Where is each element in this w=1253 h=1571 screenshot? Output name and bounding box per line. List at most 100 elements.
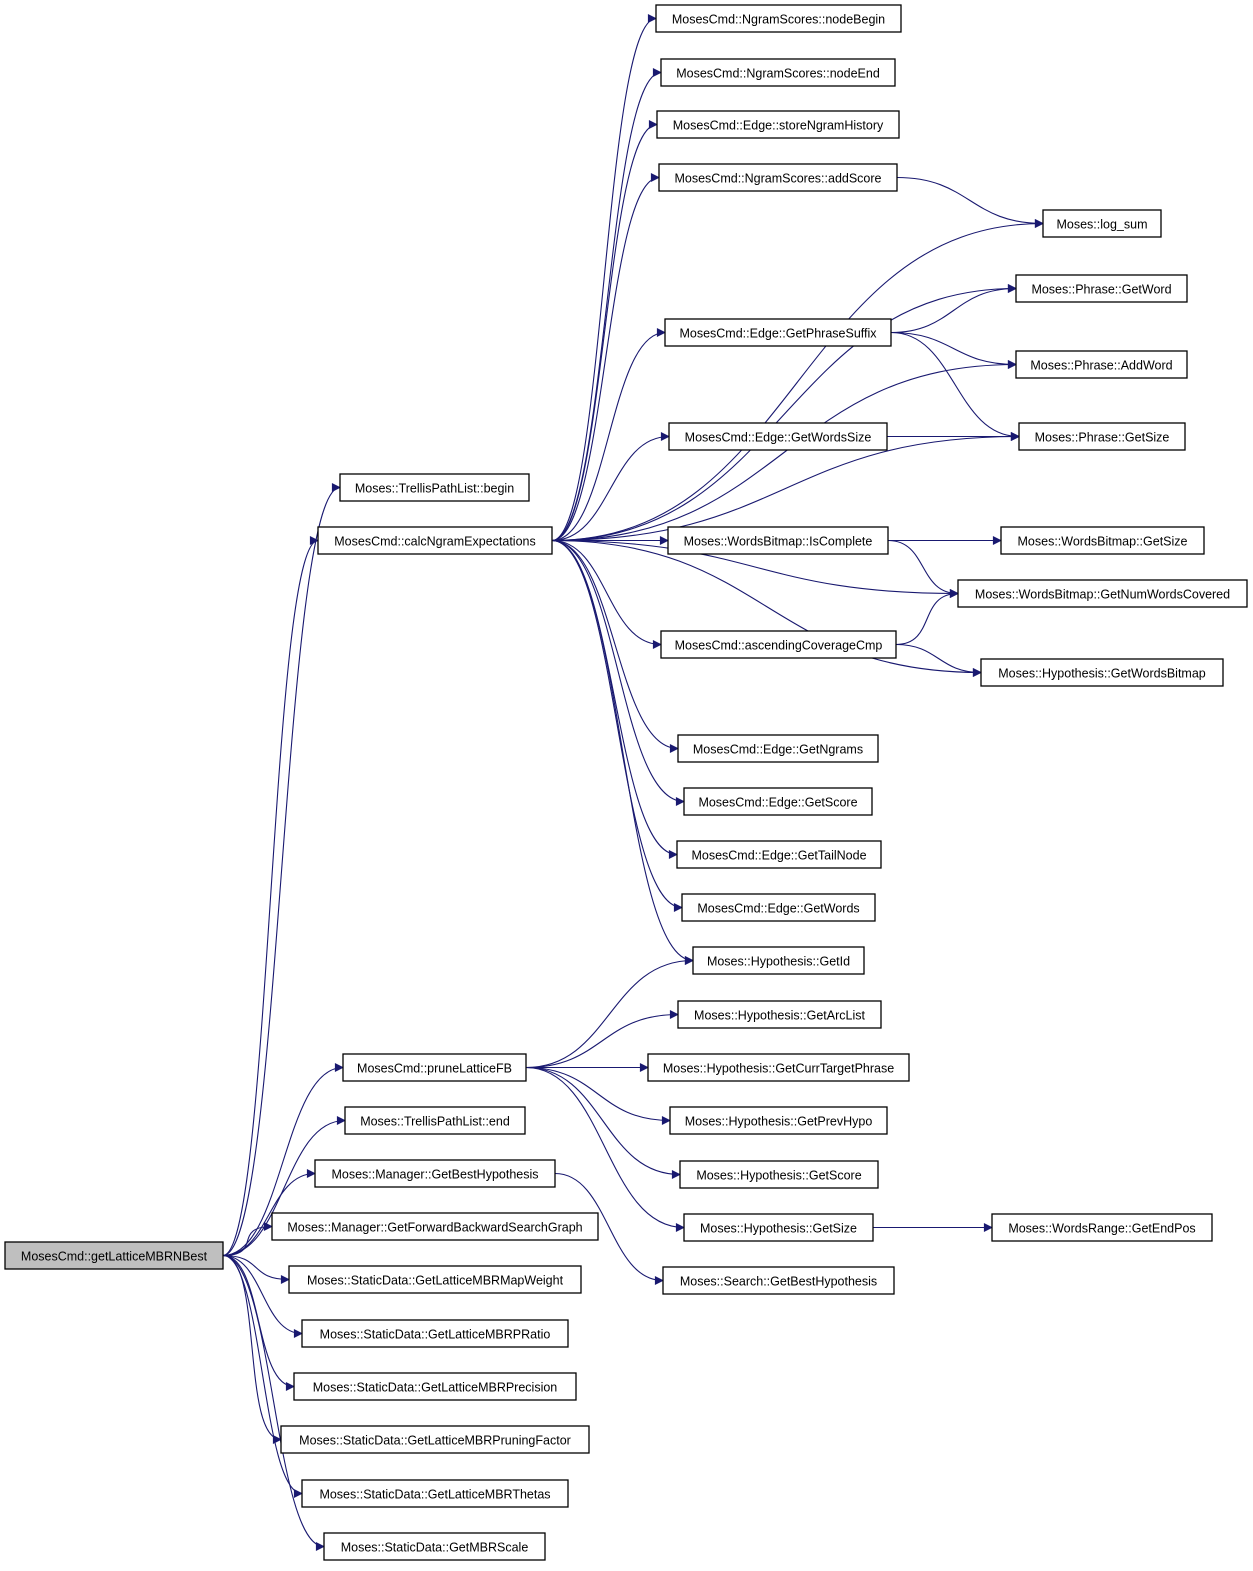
node-box: [667, 526, 889, 555]
node-box: [677, 1000, 882, 1029]
node-mgrGetBestHypothesis[interactable]: Moses::Manager::GetBestHypothesis: [314, 1159, 556, 1188]
node-box: [293, 1372, 577, 1401]
node-trellisEnd[interactable]: Moses::TrellisPathList::end: [344, 1106, 526, 1135]
node-nodeEnd[interactable]: MosesCmd::NgramScores::nodeEnd: [660, 58, 896, 87]
node-wbIsComplete[interactable]: Moses::WordsBitmap::IsComplete: [667, 526, 889, 555]
node-box: [339, 473, 530, 502]
call-edge-ascendingCoverageCmp-to-hypGetWordsBitmap: [895, 643, 982, 677]
node-nodeBegin[interactable]: MosesCmd::NgramScores::nodeBegin: [655, 4, 902, 33]
node-box: [660, 630, 897, 659]
node-sdPRatio[interactable]: Moses::StaticData::GetLatticeMBRPRatio: [301, 1319, 569, 1348]
call-edge-calcNgramExpectations-to-hypGetId: [551, 539, 694, 965]
node-hypGetWordsBitmap[interactable]: Moses::Hypothesis::GetWordsBitmap: [980, 658, 1224, 687]
node-box: [692, 946, 865, 975]
call-edge-getLatticeMBRNBest-to-pruneLatticeFB: [222, 1063, 344, 1257]
call-edge-calcNgramExpectations-to-edgeGetTailNode: [551, 539, 678, 859]
node-label: MosesCmd::pruneLatticeFB: [357, 1062, 512, 1076]
node-box: [957, 579, 1248, 608]
node-edgeGetScore[interactable]: MosesCmd::Edge::GetScore: [683, 787, 873, 816]
node-wbGetSize[interactable]: Moses::WordsBitmap::GetSize: [1000, 526, 1205, 555]
node-hypGetArcList[interactable]: Moses::Hypothesis::GetArcList: [677, 1000, 882, 1029]
call-edge-getLatticeMBRNBest-to-mgrGetFBSearchGraph: [222, 1222, 273, 1257]
call-edge-calcNgramExpectations-to-wbGetNumWordsCovered: [551, 539, 959, 598]
node-label: MosesCmd::Edge::GetPhraseSuffix: [679, 327, 877, 341]
call-edge-calcNgramExpectations-to-hypGetWordsBitmap: [551, 539, 982, 677]
node-edgeGetWordsSize[interactable]: MosesCmd::Edge::GetWordsSize: [668, 422, 888, 451]
call-edge-getLatticeMBRNBest-to-sdMBRScale: [222, 1254, 325, 1551]
node-searchGetBestHypothesis[interactable]: Moses::Search::GetBestHypothesis: [662, 1266, 895, 1295]
node-box: [681, 893, 876, 922]
call-edge-calcNgramExpectations-to-edgeGetNgrams: [551, 539, 679, 753]
node-edgeGetWords[interactable]: MosesCmd::Edge::GetWords: [681, 893, 876, 922]
node-sdMapWeight[interactable]: Moses::StaticData::GetLatticeMBRMapWeigh…: [288, 1265, 582, 1294]
node-label: MosesCmd::Edge::GetNgrams: [693, 743, 863, 757]
node-box: [647, 1053, 910, 1082]
node-hypGetScore[interactable]: Moses::Hypothesis::GetScore: [679, 1160, 879, 1189]
call-edge-calcNgramExpectations-to-ascendingCoverageCmp: [551, 539, 662, 649]
node-calcNgramExpectations[interactable]: MosesCmd::calcNgramExpectations: [317, 526, 553, 555]
node-label: MosesCmd::NgramScores::nodeEnd: [676, 67, 880, 81]
node-mgrGetFBSearchGraph[interactable]: Moses::Manager::GetForwardBackwardSearch…: [271, 1212, 599, 1241]
node-logSum[interactable]: Moses::log_sum: [1042, 209, 1162, 238]
node-sdPruningFactor[interactable]: Moses::StaticData::GetLatticeMBRPruningF…: [280, 1425, 590, 1454]
call-edge-wbIsComplete-to-wbGetNumWordsCovered: [887, 539, 959, 598]
node-sdThetas[interactable]: Moses::StaticData::GetLatticeMBRThetas: [301, 1479, 569, 1508]
node-label: Moses::Manager::GetBestHypothesis: [331, 1168, 538, 1182]
node-storeNgramHistory[interactable]: MosesCmd::Edge::storeNgramHistory: [656, 110, 900, 139]
call-edge-calcNgramExpectations-to-phraseGetWord: [551, 284, 1017, 542]
call-edge-calcNgramExpectations-to-edgeGetWords: [551, 539, 683, 912]
node-hypGetCurrTargetPhrase[interactable]: Moses::Hypothesis::GetCurrTargetPhrase: [647, 1053, 910, 1082]
node-trellisBegin[interactable]: Moses::TrellisPathList::begin: [339, 473, 530, 502]
node-box: [301, 1479, 569, 1508]
call-edge-calcNgramExpectations-to-phraseAddWord: [551, 360, 1017, 542]
node-wrGetEndPos[interactable]: Moses::WordsRange::GetEndPos: [991, 1213, 1213, 1242]
call-edge-getPhraseSuffix-to-phraseGetWord: [890, 284, 1017, 334]
node-getLatticeMBRNBest[interactable]: MosesCmd::getLatticeMBRNBest: [4, 1241, 224, 1270]
node-edgeGetNgrams[interactable]: MosesCmd::Edge::GetNgrams: [677, 734, 879, 763]
node-addScore[interactable]: MosesCmd::NgramScores::addScore: [658, 163, 898, 192]
node-label: Moses::Search::GetBestHypothesis: [680, 1275, 877, 1289]
node-box: [288, 1265, 582, 1294]
node-phraseGetSize[interactable]: Moses::Phrase::GetSize: [1018, 422, 1186, 451]
node-sdMBRScale[interactable]: Moses::StaticData::GetMBRScale: [323, 1532, 546, 1561]
node-box: [683, 1213, 874, 1242]
node-label: MosesCmd::Edge::GetWordsSize: [685, 431, 872, 445]
node-sdPrecision[interactable]: Moses::StaticData::GetLatticeMBRPrecisio…: [293, 1372, 577, 1401]
node-box: [677, 734, 879, 763]
node-ascendingCoverageCmp[interactable]: MosesCmd::ascendingCoverageCmp: [660, 630, 897, 659]
node-edgeGetTailNode[interactable]: MosesCmd::Edge::GetTailNode: [676, 840, 882, 869]
call-edge-getLatticeMBRNBest-to-sdPRatio: [222, 1254, 303, 1338]
call-edge-pruneLatticeFB-to-hypGetPrevHypo: [525, 1066, 671, 1125]
node-hypGetSize[interactable]: Moses::Hypothesis::GetSize: [683, 1213, 874, 1242]
node-phraseAddWord[interactable]: Moses::Phrase::AddWord: [1015, 350, 1188, 379]
call-edge-getLatticeMBRNBest-to-mgrGetBestHypothesis: [222, 1169, 316, 1257]
call-edge-getLatticeMBRNBest-to-sdMapWeight: [222, 1254, 290, 1284]
node-box: [1015, 350, 1188, 379]
node-box: [664, 318, 892, 347]
call-edge-getLatticeMBRNBest-to-calcNgramExpectations: [222, 536, 319, 1257]
node-label: Moses::Phrase::AddWord: [1030, 359, 1172, 373]
node-pruneLatticeFB[interactable]: MosesCmd::pruneLatticeFB: [342, 1053, 527, 1082]
node-phraseGetWord[interactable]: Moses::Phrase::GetWord: [1015, 274, 1188, 303]
node-label: MosesCmd::ascendingCoverageCmp: [675, 639, 883, 653]
node-getPhraseSuffix[interactable]: MosesCmd::Edge::GetPhraseSuffix: [664, 318, 892, 347]
node-label: MosesCmd::getLatticeMBRNBest: [21, 1250, 208, 1264]
node-box: [662, 1266, 895, 1295]
node-wbGetNumWordsCovered[interactable]: Moses::WordsBitmap::GetNumWordsCovered: [957, 579, 1248, 608]
node-box: [1018, 422, 1186, 451]
call-edge-addScore-to-logSum: [896, 176, 1044, 228]
node-label: Moses::Hypothesis::GetWordsBitmap: [998, 667, 1206, 681]
node-label: MosesCmd::Edge::GetScore: [698, 796, 857, 810]
node-label: Moses::StaticData::GetLatticeMBRPruningF…: [299, 1434, 571, 1448]
node-hypGetId[interactable]: Moses::Hypothesis::GetId: [692, 946, 865, 975]
call-edge-calcNgramExpectations-to-getPhraseSuffix: [551, 328, 666, 542]
node-box: [655, 4, 902, 33]
node-label: Moses::Phrase::GetSize: [1035, 431, 1170, 445]
node-box: [1015, 274, 1188, 303]
node-hypGetPrevHypo[interactable]: Moses::Hypothesis::GetPrevHypo: [669, 1106, 888, 1135]
node-label: Moses::StaticData::GetMBRScale: [341, 1541, 529, 1555]
node-label: Moses::StaticData::GetLatticeMBRPrecisio…: [313, 1381, 558, 1395]
node-box: [4, 1241, 224, 1270]
node-box: [683, 787, 873, 816]
